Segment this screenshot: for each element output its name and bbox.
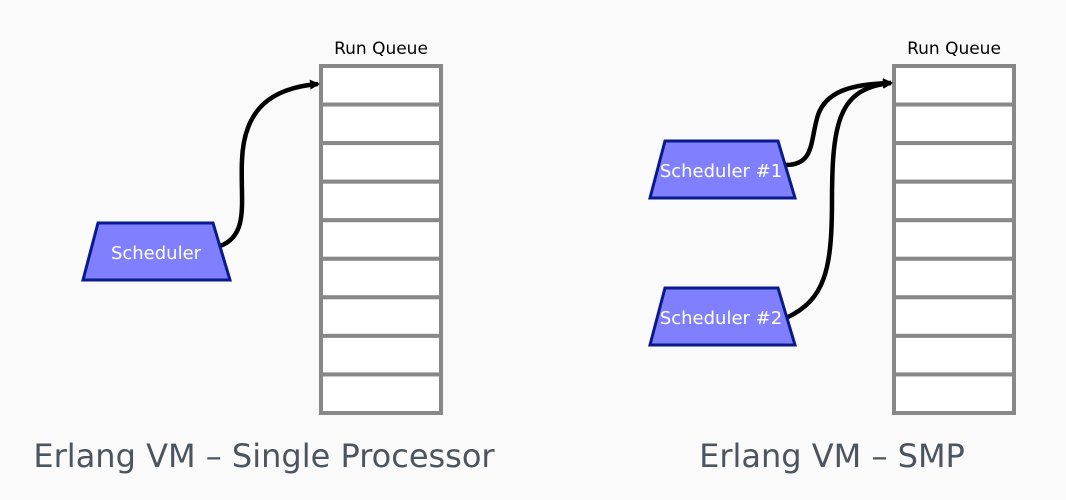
queue-slot bbox=[892, 295, 1016, 338]
run-queue-label: Run Queue bbox=[907, 39, 1001, 59]
queue-slot bbox=[319, 102, 443, 146]
queue-slot bbox=[892, 256, 1016, 300]
scheduler-arrow bbox=[219, 79, 320, 249]
single-processor-diagram: Run Queue Scheduler Erlang VM – Single P… bbox=[33, 39, 495, 475]
scheduler-2-shape bbox=[648, 286, 798, 347]
queue-slot bbox=[892, 102, 1016, 146]
queue-slot bbox=[319, 141, 443, 184]
queue-slot bbox=[892, 64, 1016, 107]
run-queue bbox=[892, 64, 1016, 416]
queue-slot bbox=[319, 179, 443, 223]
queue-slot bbox=[892, 372, 1016, 416]
scheduler-2-label: Scheduler #2 bbox=[660, 308, 782, 329]
scheduler-label: Scheduler bbox=[111, 243, 202, 264]
queue-slot bbox=[892, 179, 1016, 223]
run-queue-label: Run Queue bbox=[334, 39, 428, 59]
queue-slot bbox=[319, 256, 443, 300]
queue-slot bbox=[319, 295, 443, 338]
queue-slot bbox=[319, 333, 443, 377]
queue-slot bbox=[892, 141, 1016, 184]
queue-slot bbox=[892, 218, 1016, 261]
queue-slot bbox=[319, 64, 443, 107]
scheduler-1-shape bbox=[648, 139, 798, 200]
run-queue bbox=[319, 64, 443, 416]
scheduler-2-arrow bbox=[785, 78, 893, 321]
scheduler-1-label: Scheduler #1 bbox=[660, 161, 782, 182]
smp-diagram: Run Queue Scheduler #1 Scheduler #2 Erla… bbox=[648, 39, 1016, 475]
caption-single-processor: Erlang VM – Single Processor bbox=[33, 437, 495, 475]
scheduler-1-arrow bbox=[785, 78, 893, 168]
queue-slot bbox=[319, 218, 443, 261]
scheduler-shape bbox=[81, 221, 233, 282]
queue-slot bbox=[319, 372, 443, 416]
caption-smp: Erlang VM – SMP bbox=[699, 437, 965, 475]
queue-slot bbox=[892, 333, 1016, 377]
